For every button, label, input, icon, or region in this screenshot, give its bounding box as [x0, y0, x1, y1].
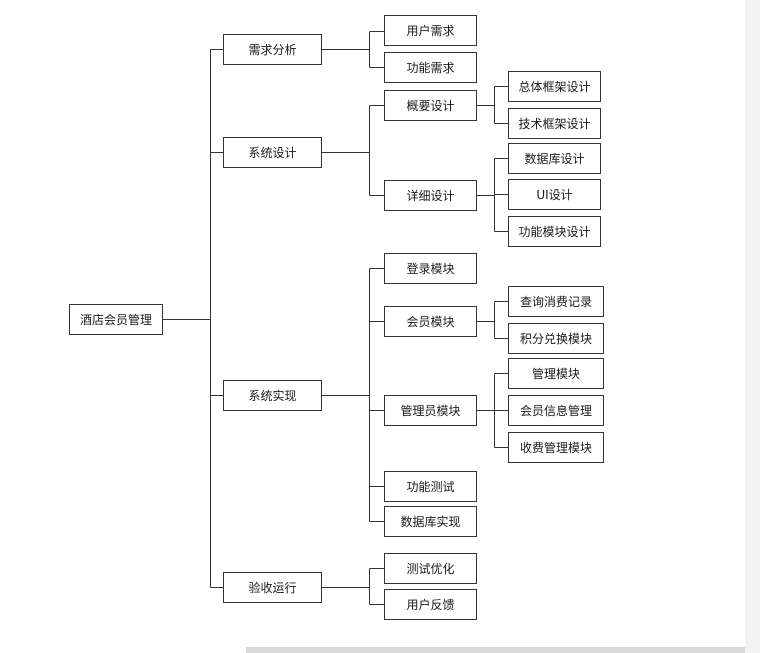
connector-requirement [322, 31, 384, 68]
node-user-needs: 用户需求 [384, 15, 477, 46]
node-requirement-analysis: 需求分析 [223, 34, 322, 65]
connector-admin [477, 373, 508, 448]
root-node: 酒店会员管理 [69, 304, 163, 335]
node-system-design: 系统设计 [223, 137, 322, 168]
connector-member [477, 301, 508, 339]
node-overall-framework-design: 总体框架设计 [508, 71, 601, 102]
node-function-test: 功能测试 [384, 471, 477, 502]
connector-acceptance [322, 568, 384, 605]
node-fee-management-module: 收费管理模块 [508, 432, 604, 463]
node-query-records: 查询消费记录 [508, 286, 604, 317]
node-function-module-design: 功能模块设计 [508, 216, 601, 247]
node-member-info-management: 会员信息管理 [508, 395, 604, 426]
connector-root [162, 49, 223, 588]
node-system-implementation: 系统实现 [223, 380, 322, 411]
connector-detailed [477, 158, 508, 232]
node-acceptance: 验收运行 [223, 572, 322, 603]
horizontal-scrollbar[interactable] [246, 647, 745, 653]
connector-implementation [322, 268, 384, 522]
node-user-feedback: 用户反馈 [384, 589, 477, 620]
node-ui-design: UI设计 [508, 179, 601, 210]
node-database-design: 数据库设计 [508, 143, 601, 174]
node-detailed-design: 详细设计 [384, 180, 477, 211]
node-test-optimize: 测试优化 [384, 553, 477, 584]
node-member-module: 会员模块 [384, 306, 477, 337]
node-admin-module: 管理员模块 [384, 395, 477, 426]
connector-outline [477, 86, 508, 124]
node-points-exchange: 积分兑换模块 [508, 323, 604, 354]
node-database-impl: 数据库实现 [384, 506, 477, 537]
node-function-needs: 功能需求 [384, 52, 477, 83]
node-management-module: 管理模块 [508, 358, 604, 389]
node-login-module: 登录模块 [384, 253, 477, 284]
node-tech-framework-design: 技术框架设计 [508, 108, 601, 139]
connector-design [322, 105, 384, 196]
node-outline-design: 概要设计 [384, 90, 477, 121]
